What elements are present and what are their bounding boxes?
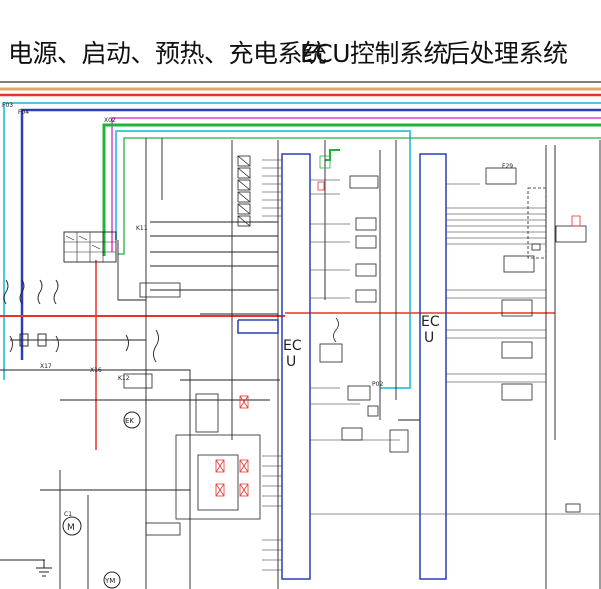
title-bar: 电源、启动、预热、充电系统 ECU控制系统 后处理系统 [0,0,601,80]
preheat-symbol: EK [123,411,141,429]
sensor-stack [237,155,251,227]
wire-magenta [111,117,601,252]
bus-wires [3,102,601,389]
fuse-column [3,279,159,363]
title-aftertreatment: 后处理系统 [445,39,568,68]
label-f04: F04 [18,109,29,116]
label-x02: X02 [104,117,116,124]
ground-symbols [36,560,52,577]
wire-green-3 [325,149,340,161]
ecu-after-label-top: EC [421,314,440,330]
ecu-peripherals [319,155,409,453]
ecu-main-label-top: EC [283,338,302,354]
x-marks [215,181,325,497]
title-power-start-preheat-charge: 电源、启动、预热、充电系统 [8,39,327,68]
label-p02: P02 [372,381,383,388]
ecu-after-pins [446,183,546,383]
solenoid-symbol: YM [103,571,121,589]
header-rule-lines [0,81,601,97]
label-f29: F29 [502,163,513,170]
ecu-main-pins [262,159,600,571]
wire-green-2 [118,137,601,255]
label-x16: X16 [90,367,102,374]
wire-cyan [3,102,601,380]
fuse-block [63,231,117,263]
label-c1: C1 [64,511,72,518]
motor-label: M [67,523,75,533]
component-labels: F03 F04 X02 K11 C1 X17 X16 K12 P02 F29 [2,102,513,518]
relays-left [123,282,261,536]
label-k12: K12 [118,375,130,382]
after-relays [485,167,587,513]
title-ecu-control: ECU控制系统 [300,39,449,68]
preheat-label: EK [125,417,134,425]
ecu-after-box [419,153,447,580]
motor-symbol: M [62,516,82,536]
wire-green [102,123,601,256]
ecu-after-label-bottom: U [424,330,434,346]
wire-blue [20,108,601,360]
wire-cyan-2 [115,130,411,389]
label-k11: K11 [136,225,148,232]
ecu-main-box [281,153,311,580]
ecu-main-label-bottom: U [286,354,296,370]
black-wires [0,138,601,589]
label-x17: X17 [40,363,52,370]
label-f03: F03 [2,102,13,109]
red-wires [0,260,555,450]
solenoid-label: YM [104,577,115,585]
